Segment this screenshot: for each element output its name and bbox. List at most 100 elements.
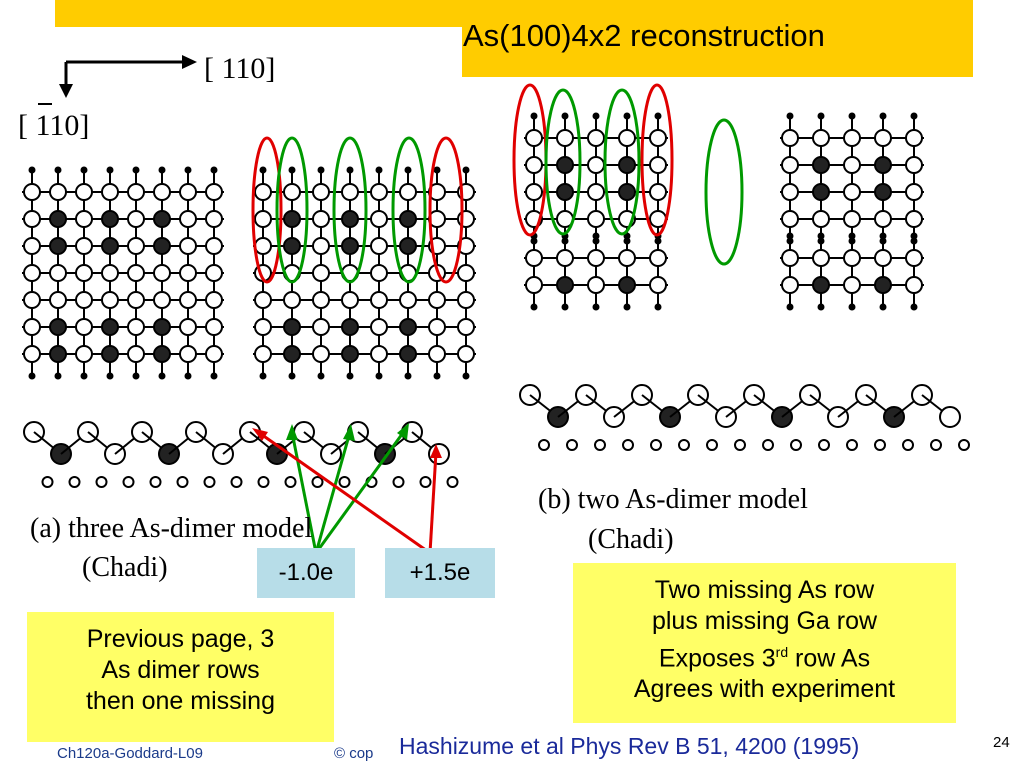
chain-atom bbox=[176, 476, 189, 488]
lattice-atom bbox=[80, 372, 88, 380]
lattice-atom bbox=[587, 249, 605, 267]
page-number: 24 bbox=[993, 734, 1010, 751]
lattice-atom bbox=[879, 232, 887, 240]
chain-atom bbox=[790, 439, 802, 451]
lattice-atom bbox=[205, 318, 223, 336]
lattice-atom bbox=[106, 166, 114, 174]
lattice-atom bbox=[812, 156, 830, 174]
lattice-atom bbox=[812, 183, 830, 201]
lattice-atom bbox=[375, 166, 383, 174]
lattice-atom bbox=[106, 372, 114, 380]
lattice-atom bbox=[556, 249, 574, 267]
lattice-atom bbox=[28, 372, 36, 380]
lattice-atom bbox=[127, 345, 145, 363]
lattice-atom bbox=[786, 232, 794, 240]
chain-atom bbox=[930, 439, 942, 451]
lattice-atom bbox=[618, 156, 636, 174]
lattice-atom bbox=[54, 372, 62, 380]
red-ellipse-a1 bbox=[251, 136, 283, 284]
lattice-atom bbox=[781, 276, 799, 294]
lattice-atom bbox=[781, 129, 799, 147]
lattice-atom bbox=[205, 345, 223, 363]
chain-atom bbox=[566, 439, 578, 451]
lattice-atom bbox=[132, 166, 140, 174]
lattice-atom bbox=[623, 303, 631, 311]
lattice-atom bbox=[781, 249, 799, 267]
lattice-atom bbox=[530, 303, 538, 311]
lattice-atom bbox=[101, 318, 119, 336]
lattice-atom bbox=[23, 291, 41, 309]
lattice-atom bbox=[49, 210, 67, 228]
lattice-atom bbox=[101, 210, 119, 228]
right-note-line4: Agrees with experiment bbox=[633, 675, 896, 704]
lattice-atom bbox=[587, 156, 605, 174]
lattice-atom bbox=[210, 372, 218, 380]
lattice-atom bbox=[283, 318, 301, 336]
lattice-atom bbox=[205, 237, 223, 255]
lattice-atom bbox=[843, 249, 861, 267]
lattice-atom bbox=[812, 276, 830, 294]
left-note-line1: Previous page, 3 bbox=[86, 625, 275, 653]
lattice-atom bbox=[75, 237, 93, 255]
lattice-atom bbox=[288, 372, 296, 380]
lattice-atom bbox=[317, 372, 325, 380]
lattice-atom bbox=[428, 318, 446, 336]
lattice-atom bbox=[259, 372, 267, 380]
lattice-atom bbox=[259, 166, 267, 174]
lattice-atom bbox=[153, 183, 171, 201]
lattice-atom bbox=[23, 345, 41, 363]
chain-atom bbox=[419, 476, 432, 488]
lattice-atom bbox=[49, 237, 67, 255]
lattice-atom bbox=[457, 345, 475, 363]
lattice-atom bbox=[843, 183, 861, 201]
lattice-atom bbox=[341, 345, 359, 363]
red-ellipse-b2 bbox=[640, 83, 674, 237]
lattice-atom bbox=[874, 249, 892, 267]
chain-atom bbox=[622, 439, 634, 451]
lattice-atom bbox=[370, 345, 388, 363]
lattice-atom bbox=[457, 291, 475, 309]
lattice-atom bbox=[312, 318, 330, 336]
lattice-atom bbox=[254, 210, 272, 228]
lattice-atom bbox=[848, 303, 856, 311]
lattice-atom bbox=[874, 156, 892, 174]
lattice-atom bbox=[905, 183, 923, 201]
chain-atom bbox=[706, 439, 718, 451]
lattice-atom bbox=[462, 372, 470, 380]
lattice-atom bbox=[75, 318, 93, 336]
lattice-atom bbox=[556, 156, 574, 174]
chain-atom bbox=[846, 439, 858, 451]
lattice-atom bbox=[375, 372, 383, 380]
lattice-atom bbox=[843, 210, 861, 228]
footer-copyright: © cop bbox=[334, 745, 374, 762]
lattice-atom bbox=[561, 303, 569, 311]
lattice-atom bbox=[346, 372, 354, 380]
lattice-atom bbox=[127, 264, 145, 282]
lattice-atom bbox=[905, 249, 923, 267]
lattice-atom bbox=[781, 183, 799, 201]
lattice-atom bbox=[556, 276, 574, 294]
lattice-atom bbox=[28, 166, 36, 174]
lattice-atom bbox=[843, 156, 861, 174]
lattice-atom bbox=[399, 237, 417, 255]
lattice-atom bbox=[153, 291, 171, 309]
lattice-atom bbox=[561, 112, 569, 120]
lattice-atom bbox=[179, 318, 197, 336]
chain-atom bbox=[446, 476, 459, 488]
green-ellipse-a1 bbox=[275, 136, 309, 284]
direction-x-label: [ 110] bbox=[204, 52, 275, 85]
lattice-atom bbox=[184, 166, 192, 174]
lattice-atom bbox=[179, 345, 197, 363]
lattice-atom bbox=[283, 291, 301, 309]
lattice-atom bbox=[101, 237, 119, 255]
red-ellipse-a2 bbox=[428, 136, 464, 284]
lattice-atom bbox=[184, 372, 192, 380]
lattice-atom bbox=[254, 183, 272, 201]
lattice-atom bbox=[205, 291, 223, 309]
lattice-atom bbox=[649, 156, 667, 174]
lattice-atom bbox=[905, 210, 923, 228]
chain-atom bbox=[762, 439, 774, 451]
lattice-atom bbox=[618, 183, 636, 201]
lattice-atom bbox=[75, 183, 93, 201]
chain-atom bbox=[939, 406, 961, 428]
